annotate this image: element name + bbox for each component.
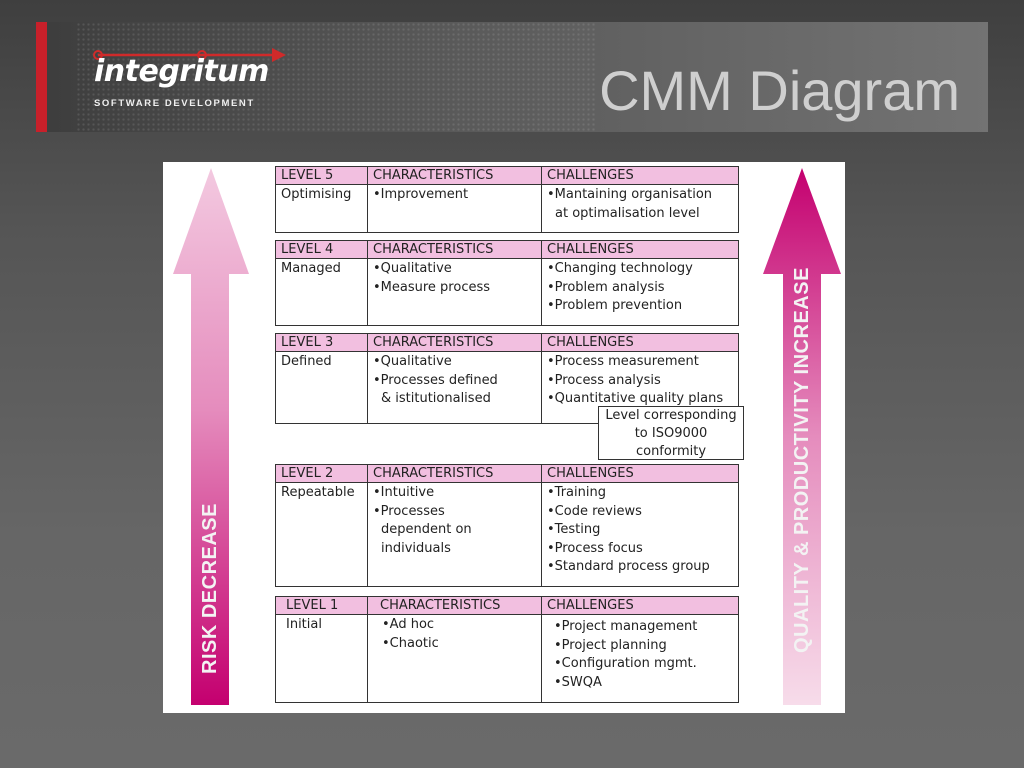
characteristic-item: •Chaotic	[382, 635, 439, 651]
level-3-chal-header: CHALLENGES	[541, 333, 739, 352]
level-5-label: LEVEL 5	[275, 166, 368, 185]
level-5-name: Optimising	[275, 184, 368, 233]
challenge-item: •Training	[547, 485, 606, 500]
challenge-item: •Changing technology	[547, 261, 693, 276]
challenge-item: •SWQA	[554, 674, 602, 690]
level-1-chal-header: CHALLENGES	[541, 596, 739, 615]
characteristic-item: •Processes defined	[373, 372, 498, 388]
iso-note-line: to ISO9000	[634, 426, 708, 441]
characteristic-item: •Qualitative	[373, 261, 452, 276]
challenge-item: •Project management	[554, 619, 698, 634]
level-2-chal-header: CHALLENGES	[541, 464, 739, 483]
characteristic-item: •Improvement	[373, 187, 469, 202]
level-4-char-header: CHARACTERISTICS	[367, 240, 542, 259]
level-3-characteristics: •Qualitative •Processes defined & istitu…	[367, 351, 542, 424]
challenge-item: at optimalisation level	[555, 205, 700, 221]
level-3-char-header: CHARACTERISTICS	[367, 333, 542, 352]
level-5-char-header: CHARACTERISTICS	[367, 166, 542, 185]
challenge-item: •Process analysis	[547, 372, 661, 388]
iso-note-line: conformity	[635, 444, 707, 459]
challenge-item: •Process focus	[547, 540, 643, 556]
characteristic-item: •Ad hoc	[382, 617, 435, 632]
challenge-item: •Testing	[547, 522, 601, 537]
level-4-name: Managed	[275, 258, 368, 326]
cmm-diagram-panel: RISK DECREASE QUALITY & PRODUCTIVITY INC…	[163, 162, 845, 713]
logo-subtitle: SOFTWARE DEVELOPMENT	[94, 98, 255, 109]
level-3-name: Defined	[275, 351, 368, 424]
level-4-characteristics: •Qualitative •Measure process	[367, 258, 542, 326]
characteristic-item: individuals	[381, 540, 451, 556]
iso9000-note: Level corresponding to ISO9000 conformit…	[598, 406, 744, 460]
accent-bar	[36, 22, 47, 132]
slide-title: CMM Diagram	[599, 59, 960, 122]
level-5-table: LEVEL 5 CHARACTERISTICS CHALLENGES Optim…	[275, 166, 739, 233]
challenge-item: •Code reviews	[547, 503, 642, 519]
challenge-item: •Problem analysis	[547, 279, 665, 295]
characteristic-item: •Processes	[373, 503, 445, 519]
level-1-table: LEVEL 1 CHARACTERISTICS CHALLENGES Initi…	[275, 596, 739, 703]
challenge-item: •Quantitative quality plans	[547, 391, 724, 406]
level-5-characteristics: •Improvement	[367, 184, 542, 233]
quality-increase-arrow	[763, 168, 841, 705]
level-2-char-header: CHARACTERISTICS	[367, 464, 542, 483]
level-2-name: Repeatable	[275, 482, 368, 587]
level-4-challenges: •Changing technology •Problem analysis •…	[541, 258, 739, 326]
risk-decrease-label: RISK DECREASE	[199, 503, 221, 674]
characteristic-item: •Measure process	[373, 279, 491, 295]
characteristic-item: •Qualitative	[373, 354, 452, 369]
level-4-chal-header: CHALLENGES	[541, 240, 739, 259]
level-2-table: LEVEL 2 CHARACTERISTICS CHALLENGES Repea…	[275, 464, 739, 587]
iso-note-line: Level corresponding	[605, 408, 737, 423]
level-4-label: LEVEL 4	[275, 240, 368, 259]
company-logo: integritum SOFTWARE DEVELOPMENT	[92, 44, 292, 110]
characteristic-item: •Intuitive	[373, 485, 435, 500]
level-1-name: Initial	[275, 614, 368, 703]
world-map-dots	[76, 22, 596, 132]
challenge-item: •Project planning	[554, 637, 667, 653]
challenge-item: •Standard process group	[547, 559, 710, 574]
logo-arrow-graphic	[93, 48, 286, 62]
characteristic-item: dependent on	[381, 522, 472, 537]
logo-wordmark: integritum	[94, 54, 269, 89]
header-band	[36, 22, 988, 132]
level-2-label: LEVEL 2	[275, 464, 368, 483]
challenge-item: •Process measurement	[547, 354, 699, 369]
quality-increase-label: QUALITY & PRODUCTIVITY INCREASE	[791, 267, 813, 653]
level-1-challenges: •Project management •Project planning •C…	[541, 614, 739, 703]
level-1-label: LEVEL 1	[275, 596, 368, 615]
level-2-characteristics: •Intuitive •Processes dependent on indiv…	[367, 482, 542, 587]
level-5-challenges: •Mantaining organisation at optimalisati…	[541, 184, 739, 233]
level-5-chal-header: CHALLENGES	[541, 166, 739, 185]
challenge-item: •Mantaining organisation	[547, 187, 713, 202]
level-2-challenges: •Training •Code reviews •Testing •Proces…	[541, 482, 739, 587]
characteristic-item: & istitutionalised	[381, 391, 491, 406]
level-3-label: LEVEL 3	[275, 333, 368, 352]
risk-decrease-arrow	[173, 168, 249, 705]
level-1-characteristics: •Ad hoc •Chaotic	[367, 614, 542, 703]
level-1-char-header: CHARACTERISTICS	[367, 596, 542, 615]
level-4-table: LEVEL 4 CHARACTERISTICS CHALLENGES Manag…	[275, 240, 739, 326]
challenge-item: •Problem prevention	[547, 298, 683, 313]
challenge-item: •Configuration mgmt.	[554, 656, 697, 671]
